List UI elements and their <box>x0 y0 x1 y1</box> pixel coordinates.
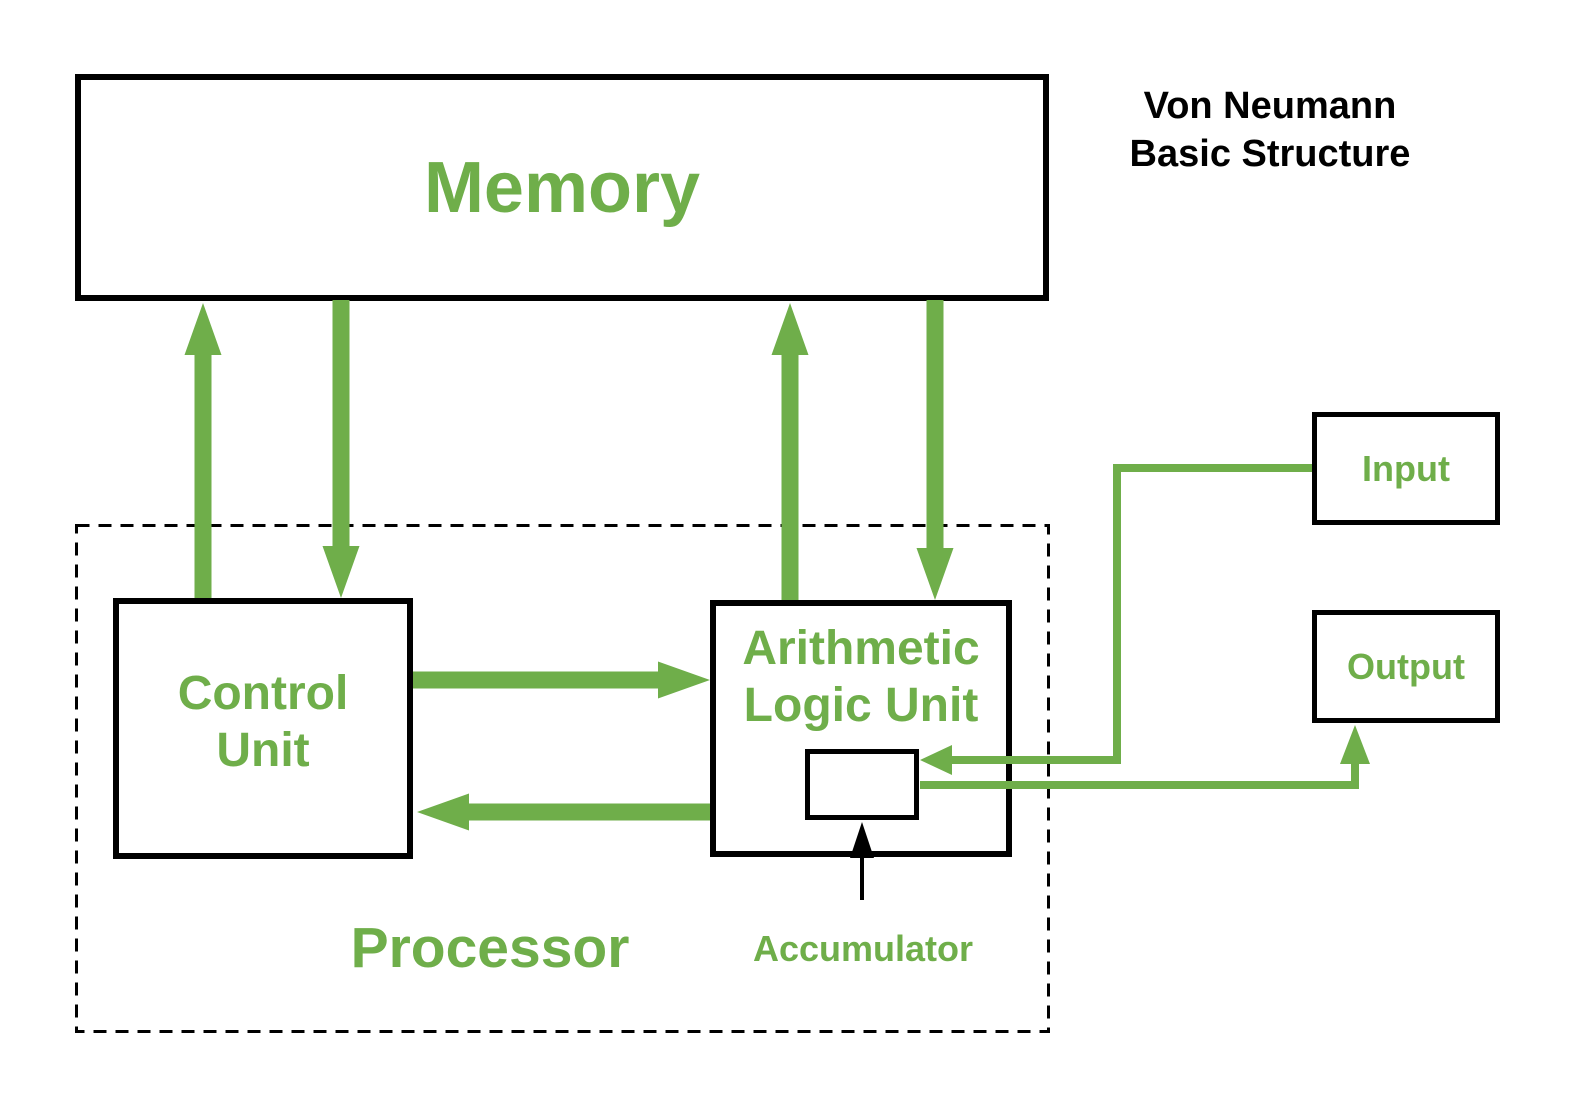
input-label: Input <box>1362 447 1450 489</box>
alu-label-line1: Arithmetic <box>742 622 980 675</box>
arrowhead-accumulator-to-output <box>1340 725 1370 764</box>
memory-box: Memory <box>75 74 1049 301</box>
processor-label: Processor <box>350 916 630 980</box>
diagram-title: Von Neumann Basic Structure <box>1060 82 1480 178</box>
diagram-title-line1: Von Neumann <box>1143 85 1397 127</box>
memory-label: Memory <box>423 147 701 228</box>
accumulator-box <box>805 749 919 820</box>
accumulator-label: Accumulator <box>752 928 974 969</box>
arrow-memory-to-alu <box>916 300 954 600</box>
control-unit-label-line1: Control <box>177 666 349 720</box>
output-label: Output <box>1347 645 1465 687</box>
control-unit-label-line2: Unit <box>216 723 310 777</box>
control-unit-box: Control Unit <box>113 598 413 859</box>
arrow-alu-to-memory <box>771 303 809 600</box>
arrow-cu-to-memory <box>184 303 222 598</box>
arrow-memory-to-cu <box>322 300 360 598</box>
alu-label-line2: Logic Unit <box>743 679 979 732</box>
arrow-alu-to-cu <box>417 793 710 831</box>
arrow-cu-to-alu <box>413 661 710 699</box>
input-box: Input <box>1312 412 1500 525</box>
diagram-title-line2: Basic Structure <box>1129 133 1411 175</box>
output-box: Output <box>1312 610 1500 723</box>
